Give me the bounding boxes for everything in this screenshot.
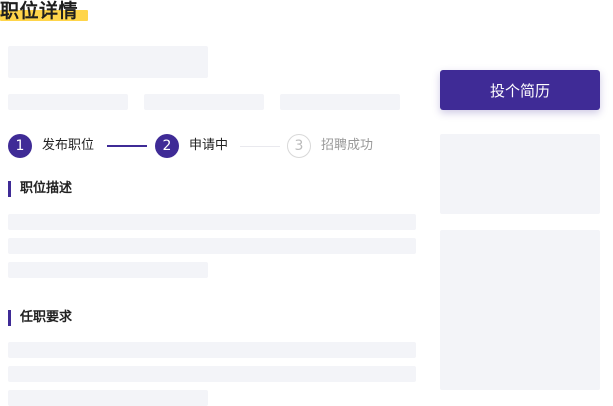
job-meta-placeholder bbox=[144, 94, 264, 110]
description-line-placeholder bbox=[8, 214, 416, 230]
requirements-line-placeholder bbox=[8, 342, 416, 358]
job-title-placeholder bbox=[8, 46, 208, 78]
step-1-label: 发布职位 bbox=[42, 138, 95, 153]
section-marker bbox=[8, 310, 11, 326]
description-line-placeholder bbox=[8, 262, 208, 278]
job-meta-placeholder bbox=[280, 94, 400, 110]
step-2-number: 2 bbox=[155, 134, 179, 158]
job-description-heading: 职位描述 bbox=[20, 181, 73, 196]
step-connector-pending bbox=[240, 146, 280, 147]
section-marker bbox=[8, 181, 11, 197]
related-jobs-placeholder bbox=[440, 230, 600, 390]
job-requirements-heading: 任职要求 bbox=[20, 310, 73, 325]
company-card-placeholder bbox=[440, 134, 600, 214]
job-meta-placeholder bbox=[8, 94, 128, 110]
page-title: 职位详情 bbox=[0, 0, 79, 22]
step-1-number: 1 bbox=[8, 134, 32, 158]
step-2-label: 申请中 bbox=[189, 138, 229, 153]
step-connector-done bbox=[107, 145, 147, 147]
step-3-label: 招聘成功 bbox=[321, 138, 374, 153]
apply-resume-button[interactable]: 投个简历 bbox=[440, 70, 600, 110]
step-3-number: 3 bbox=[287, 134, 311, 158]
page-header: 职位详情 bbox=[0, 0, 88, 24]
requirements-line-placeholder bbox=[8, 390, 208, 406]
title-highlight-decoration bbox=[0, 10, 88, 21]
requirements-line-placeholder bbox=[8, 366, 416, 382]
description-line-placeholder bbox=[8, 238, 416, 254]
progress-steps: 1 发布职位 2 申请中 3 招聘成功 bbox=[8, 134, 408, 158]
